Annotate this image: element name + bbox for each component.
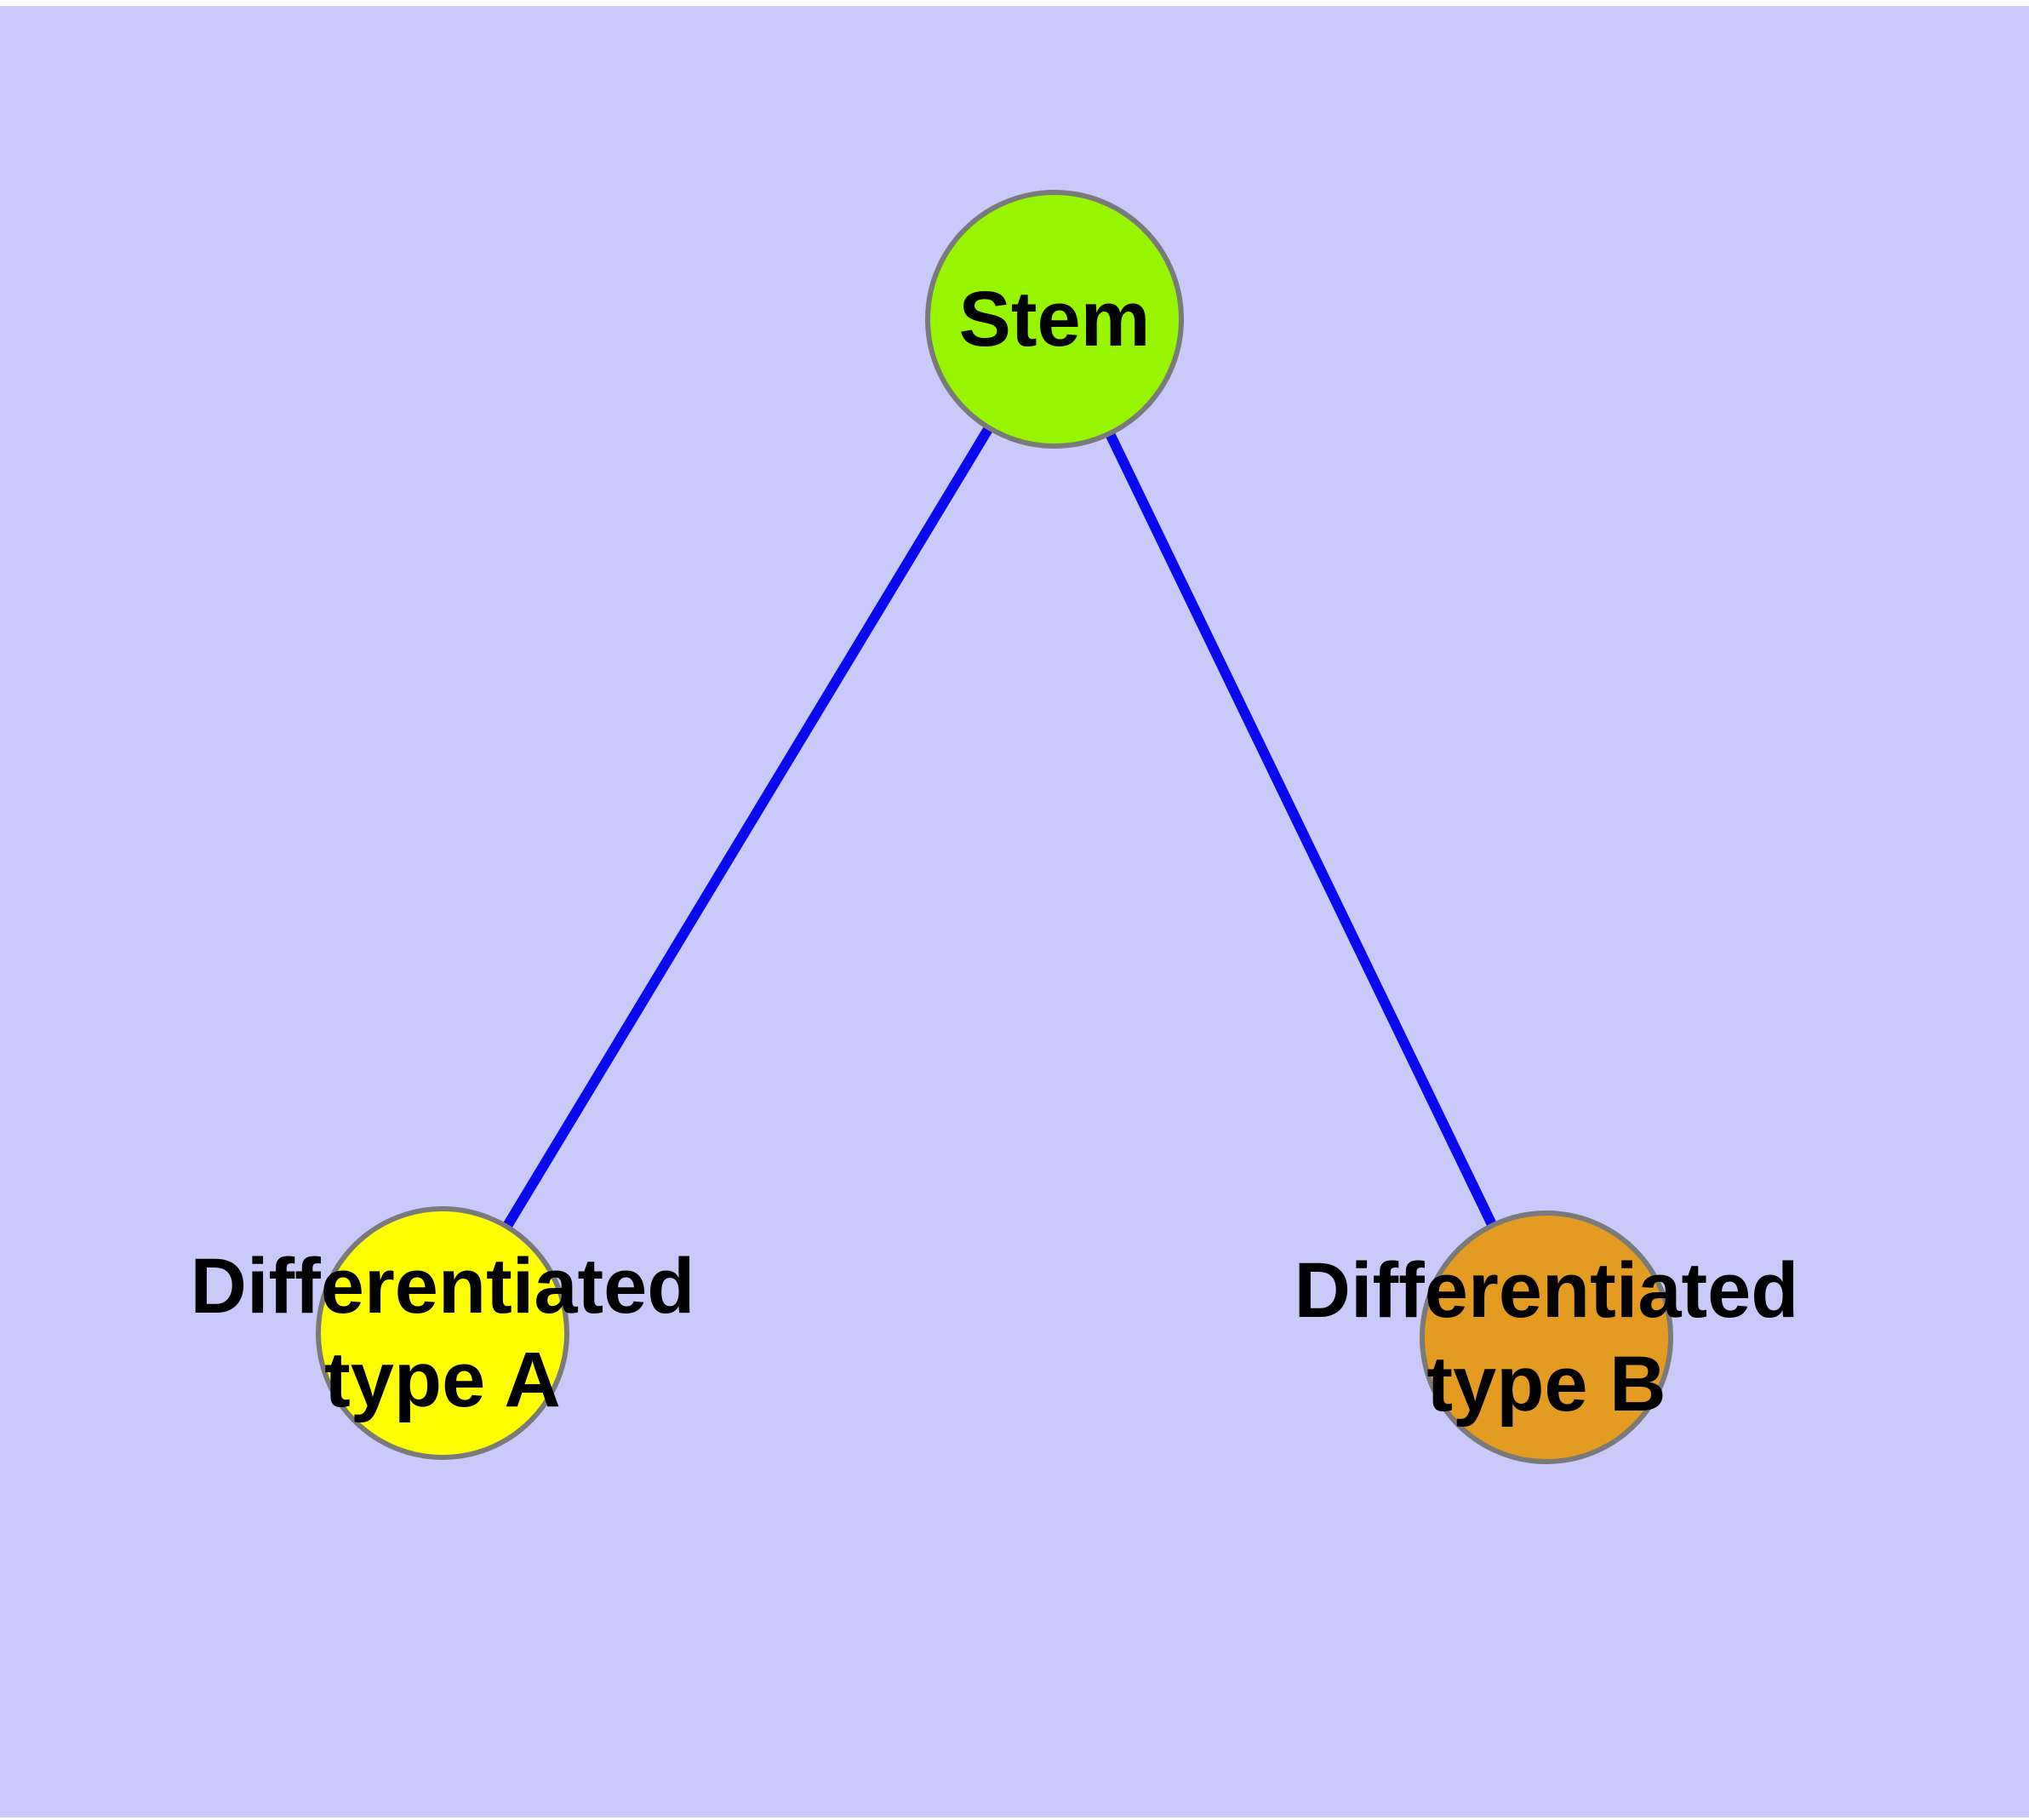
type-b-label-line2: type B	[1426, 1341, 1666, 1428]
stem-node-label: Stem	[959, 272, 1151, 366]
type-a-node-circle	[316, 1206, 569, 1460]
stem-node-circle	[925, 190, 1184, 449]
type-b-label-line1: Differentiated	[1294, 1247, 1799, 1334]
type-a-node-label: Differentiated type A	[191, 1239, 695, 1427]
edge-stem-to-type-b	[1049, 317, 1552, 1340]
type-b-node-circle	[1420, 1210, 1673, 1464]
top-margin-strip	[0, 0, 2029, 6]
edge-stem-to-type-a	[437, 316, 1060, 1336]
bottom-margin-strip	[0, 1817, 2029, 1820]
stem-label-line1: Stem	[958, 276, 1151, 363]
type-a-label-line1: Differentiated	[190, 1243, 695, 1330]
type-b-node-label: Differentiated type B	[1295, 1244, 1799, 1431]
type-a-label-line2: type A	[324, 1336, 561, 1423]
